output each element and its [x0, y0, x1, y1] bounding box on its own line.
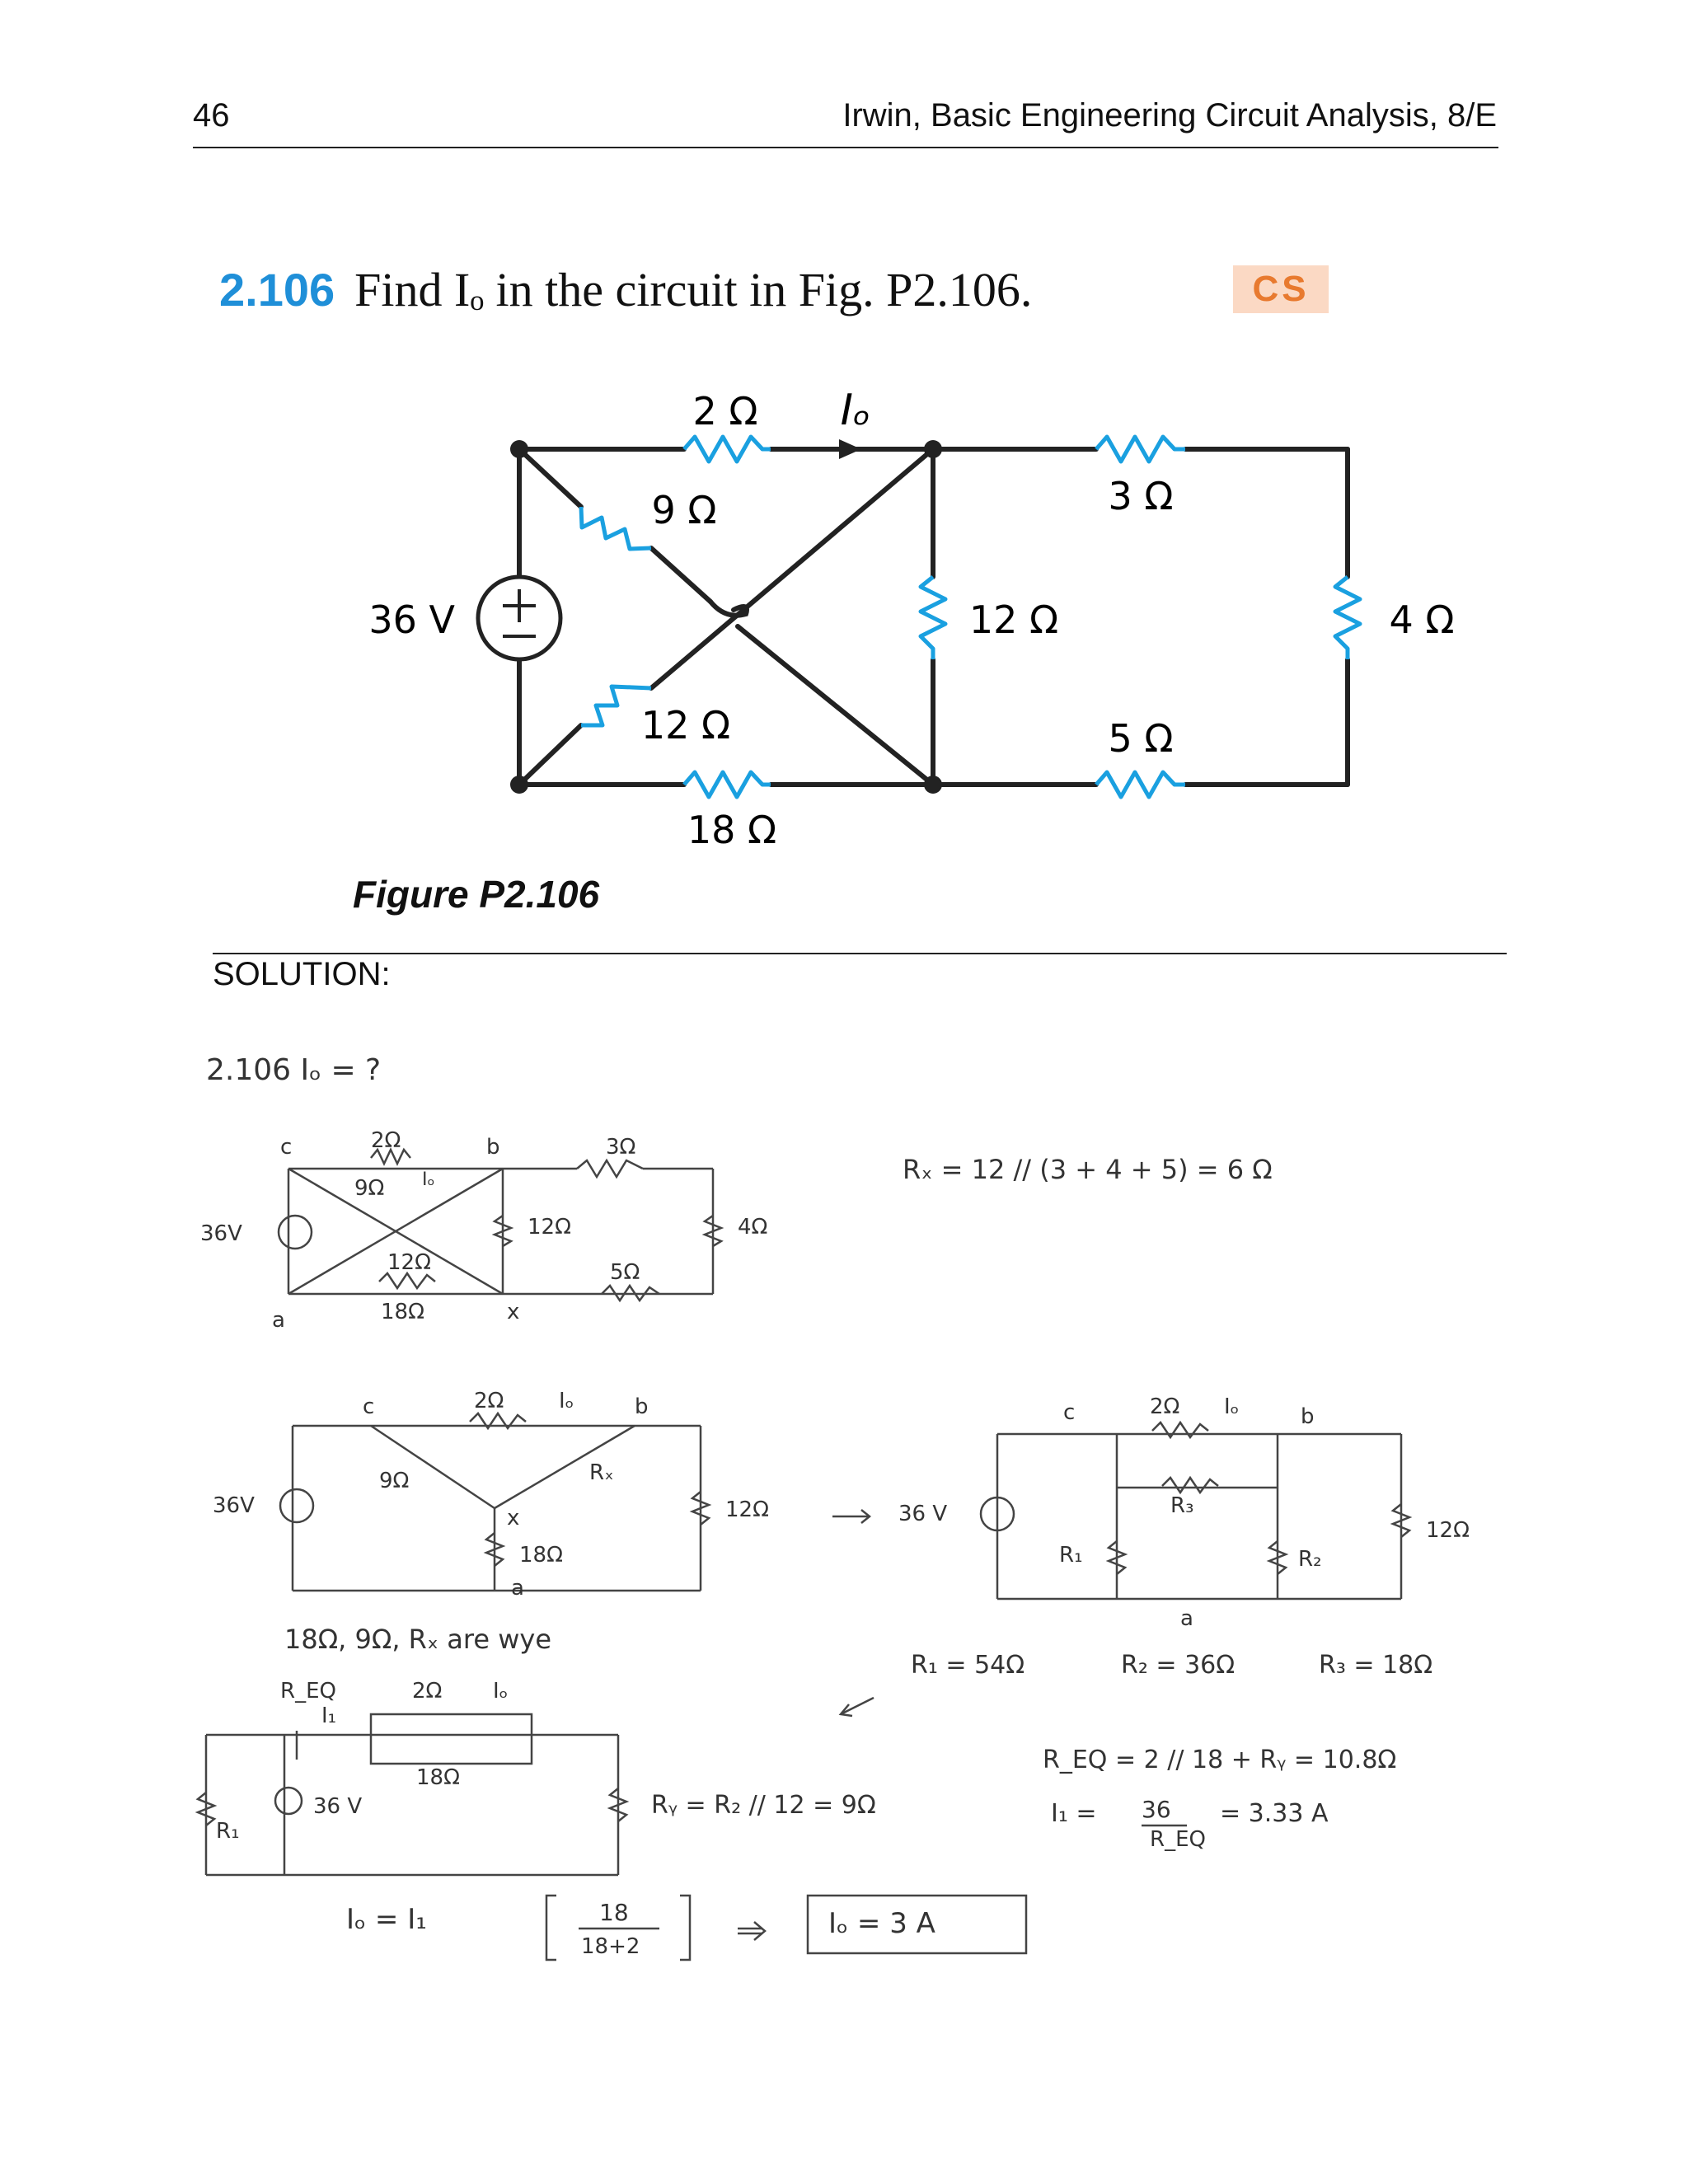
svg-text:12Ω: 12Ω — [1426, 1518, 1470, 1543]
svg-text:4Ω: 4Ω — [738, 1215, 767, 1240]
svg-text:36: 36 — [1142, 1796, 1171, 1823]
svg-text:R₃: R₃ — [1170, 1493, 1194, 1518]
problem-text: Find Iₒ in the circuit in Fig. P2.106. — [354, 263, 1033, 316]
svg-text:Rᵧ = R₂ // 12 = 9Ω: Rᵧ = R₂ // 12 = 9Ω — [651, 1791, 876, 1820]
label-r2: 2 Ω — [692, 389, 757, 434]
svg-text:R₃ = 18Ω: R₃ = 18Ω — [1319, 1651, 1432, 1680]
svg-text:Iₒ: Iₒ — [493, 1679, 508, 1704]
svg-text:3Ω: 3Ω — [606, 1135, 635, 1160]
svg-text:R₂: R₂ — [1298, 1547, 1322, 1572]
svg-text:36 V: 36 V — [898, 1502, 947, 1526]
svg-text:18Ω, 9Ω, Rₓ are wye: 18Ω, 9Ω, Rₓ are wye — [284, 1624, 551, 1655]
page-number: 46 — [193, 97, 230, 134]
svg-text:x: x — [507, 1300, 519, 1324]
svg-text:I₁: I₁ — [321, 1704, 336, 1728]
svg-text:12Ω: 12Ω — [528, 1215, 571, 1240]
svg-text:R₂ = 36Ω: R₂ = 36Ω — [1121, 1651, 1235, 1680]
label-r9: 9 Ω — [651, 488, 716, 532]
svg-text:R_EQ = 2 // 18 + Rᵧ = 10.8Ω: R_EQ = 2 // 18 + Rᵧ = 10.8Ω — [1043, 1746, 1396, 1774]
svg-text:= 3.33 A: = 3.33 A — [1220, 1799, 1329, 1828]
svg-text:2Ω: 2Ω — [1150, 1394, 1179, 1419]
svg-text:x: x — [507, 1506, 519, 1530]
cs-badge: CS — [1233, 265, 1329, 313]
svg-text:18: 18 — [599, 1899, 629, 1926]
handwritten-solution: 2.106 Iₒ = ? Rₓ = 12 // (3 + 4 + 5) = 6 … — [195, 1053, 1470, 1961]
svg-text:18Ω: 18Ω — [519, 1543, 563, 1568]
label-r18: 18 Ω — [687, 808, 776, 852]
svg-text:Iₒ = I₁: Iₒ = I₁ — [346, 1903, 427, 1936]
solution-label: SOLUTION: — [213, 956, 391, 992]
svg-text:12Ω: 12Ω — [387, 1250, 431, 1275]
svg-text:c: c — [363, 1394, 374, 1419]
hw-sketch-2 — [279, 1411, 712, 1592]
svg-text:a: a — [1180, 1606, 1193, 1631]
svg-text:Iₒ: Iₒ — [1224, 1394, 1239, 1419]
svg-text:R₁: R₁ — [1059, 1543, 1083, 1568]
svg-text:R_EQ: R_EQ — [280, 1679, 336, 1704]
label-r12-diag: 12 Ω — [641, 703, 730, 748]
svg-text:I₁ =: I₁ = — [1051, 1799, 1097, 1828]
svg-text:Iₒ: Iₒ — [559, 1389, 574, 1413]
svg-text:5Ω: 5Ω — [610, 1260, 640, 1285]
hw-sketch-3 — [979, 1420, 1413, 1601]
label-source: 36 V — [368, 598, 455, 642]
svg-text:b: b — [486, 1135, 500, 1160]
svg-text:c: c — [1063, 1400, 1075, 1425]
svg-text:18+2: 18+2 — [581, 1934, 640, 1959]
svg-text:9Ω: 9Ω — [379, 1469, 409, 1493]
svg-text:R_EQ: R_EQ — [1150, 1827, 1206, 1852]
svg-text:Iₒ = 3 A: Iₒ = 3 A — [828, 1907, 935, 1940]
label-r5: 5 Ω — [1108, 716, 1173, 761]
svg-text:Iₒ: Iₒ — [422, 1169, 435, 1190]
svg-text:2Ω: 2Ω — [371, 1128, 401, 1153]
book-title: Irwin, Basic Engineering Circuit Analysi… — [842, 97, 1497, 134]
svg-text:36V: 36V — [213, 1493, 255, 1518]
hw-heading: 2.106 Iₒ = ? — [206, 1053, 381, 1087]
label-io: Iₒ — [841, 386, 871, 435]
figure-caption: Figure P2.106 — [353, 873, 600, 916]
circuit-figure: 2 Ω Iₒ 9 Ω 3 Ω 36 V 12 Ω 4 Ω 12 Ω 5 Ω 18… — [368, 386, 1454, 852]
svg-text:18Ω: 18Ω — [416, 1765, 460, 1790]
svg-text:36V: 36V — [200, 1221, 242, 1246]
hw-rx-eq: Rₓ = 12 // (3 + 4 + 5) = 6 Ω — [903, 1154, 1273, 1185]
svg-text:a: a — [272, 1308, 285, 1333]
header-rule — [193, 147, 1498, 148]
svg-text:R₁: R₁ — [216, 1819, 240, 1844]
problem-statement: 2.106 Find Iₒ in the circuit in Fig. P2.1… — [219, 262, 1032, 317]
svg-text:c: c — [280, 1135, 292, 1160]
svg-text:2Ω: 2Ω — [412, 1679, 442, 1704]
svg-text:9Ω: 9Ω — [354, 1176, 384, 1201]
svg-text:a: a — [511, 1576, 524, 1601]
svg-text:R₁ = 54Ω: R₁ = 54Ω — [911, 1651, 1025, 1680]
svg-text:36 V: 36 V — [313, 1794, 362, 1819]
svg-text:18Ω: 18Ω — [381, 1300, 424, 1324]
label-r4: 4 Ω — [1389, 598, 1454, 642]
hw-sketch-1 — [277, 1147, 724, 1303]
svg-text:b: b — [635, 1394, 649, 1419]
svg-text:b: b — [1301, 1404, 1315, 1429]
label-r3: 3 Ω — [1108, 474, 1173, 518]
svg-text:Rₓ: Rₓ — [589, 1460, 614, 1485]
problem-number: 2.106 — [219, 264, 335, 316]
svg-text:12Ω: 12Ω — [725, 1497, 769, 1522]
solution-rule — [213, 953, 1507, 954]
hw-sketch-4 — [195, 1713, 630, 1877]
svg-text:2Ω: 2Ω — [474, 1389, 504, 1413]
label-r12-mid: 12 Ω — [969, 598, 1058, 642]
